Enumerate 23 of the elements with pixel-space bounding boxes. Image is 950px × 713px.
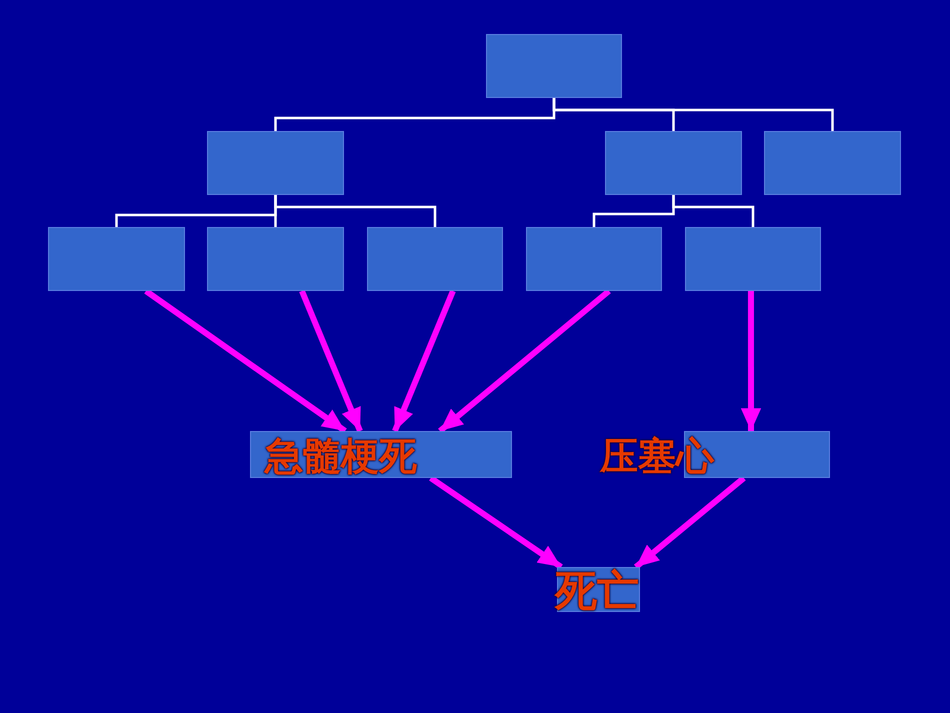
node-label: 压塞心 [600,435,714,477]
arrow [438,288,611,434]
arrow [392,290,456,432]
label-box [250,431,512,478]
empty-box [685,227,821,291]
empty-box [764,131,901,195]
connector-line [552,98,834,131]
arrow [429,476,563,570]
connector-line [672,195,754,227]
empty-box [48,227,185,291]
arrow [634,476,746,570]
arrow [299,290,363,432]
empty-box [486,34,622,98]
empty-box [207,131,344,195]
arrow [740,291,762,431]
empty-box [526,227,662,291]
node-label: 急髓梗死 [265,435,417,477]
empty-box [367,227,503,291]
connector-line [274,195,436,227]
empty-box [207,227,344,291]
node-label: 死亡 [555,568,639,614]
arrow [144,288,347,434]
empty-box [605,131,742,195]
